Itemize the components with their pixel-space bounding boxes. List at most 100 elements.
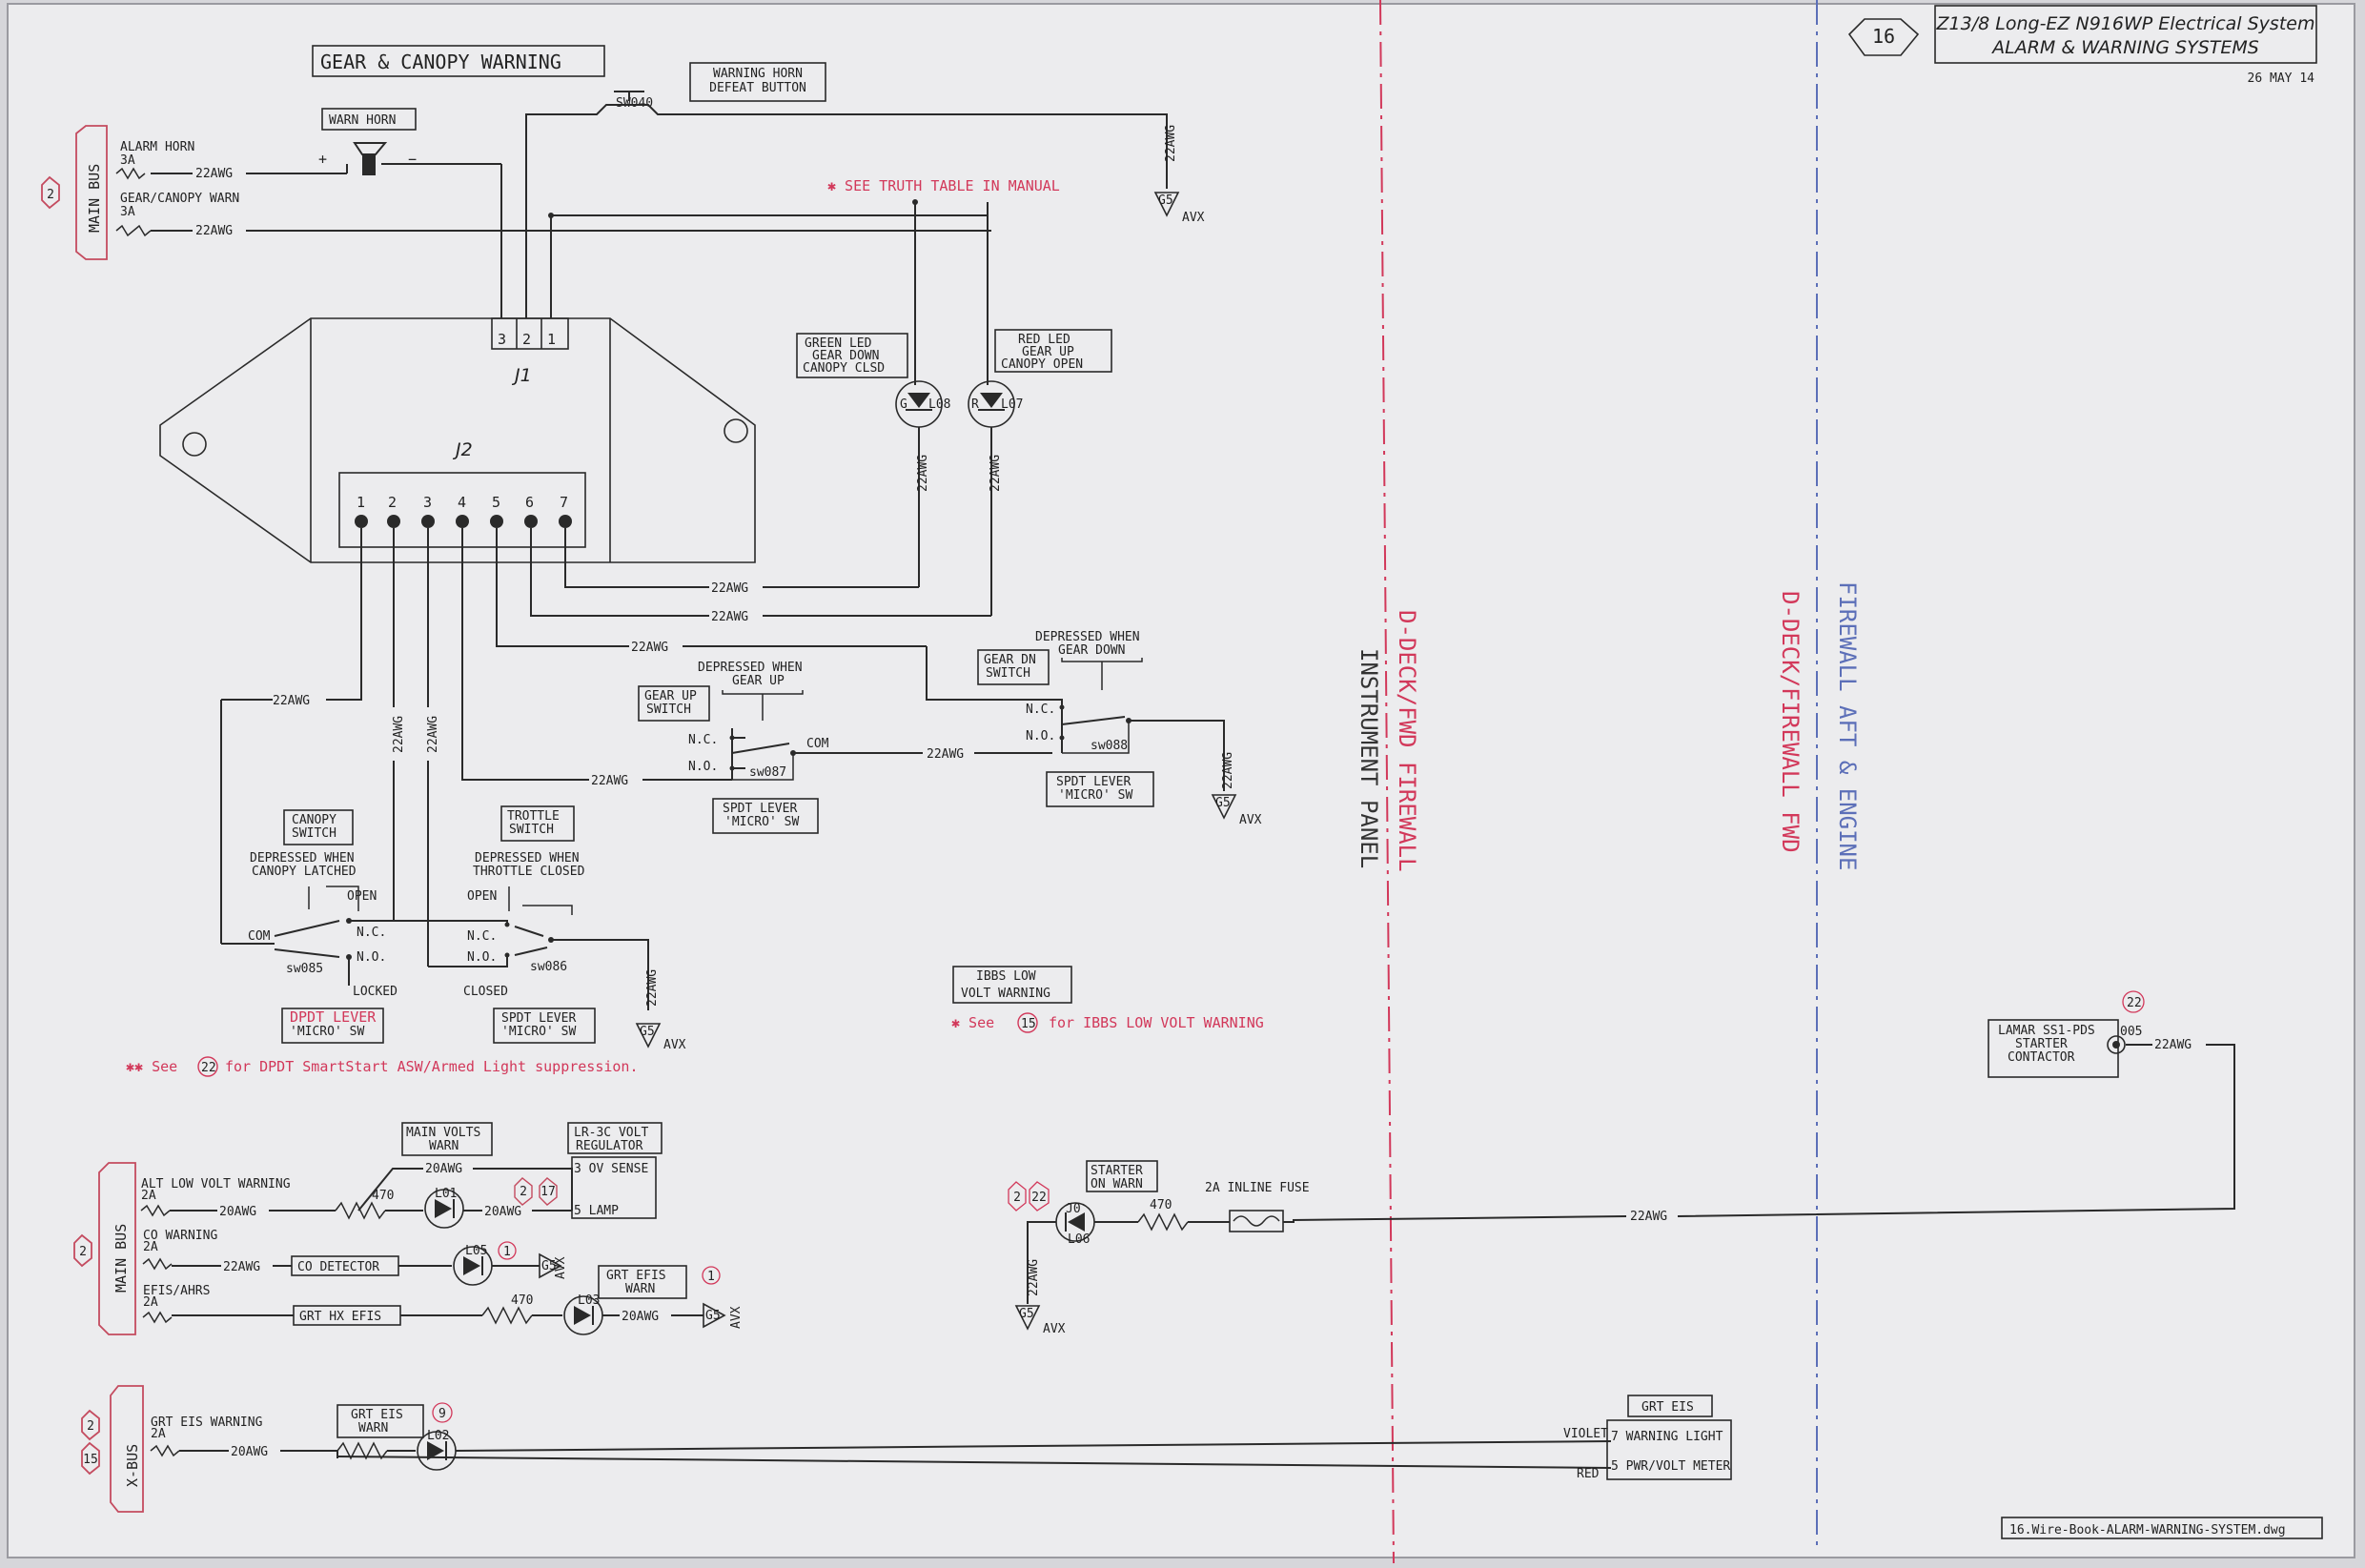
schematic-label: 22AWG <box>1027 1259 1041 1296</box>
schematic-label: LOCKED <box>353 985 398 999</box>
schematic-label: CANOPY OPEN <box>1001 357 1083 372</box>
schematic-label: SWITCH <box>292 826 336 841</box>
schematic-label: REGULATOR <box>576 1139 643 1153</box>
schematic-label: 22 <box>1031 1191 1047 1205</box>
title-line-2: ALARM & WARNING SYSTEMS <box>1990 37 2259 58</box>
schematic-label: 1 <box>503 1245 511 1259</box>
throttle-switch-label: TROTTLE <box>507 809 560 824</box>
gear-canopy-warn-cb: GEAR/CANOPY WARN <box>120 192 239 206</box>
red-led-label: RED LED <box>1018 333 1070 347</box>
schematic-label: 22AWG <box>195 224 233 238</box>
schematic-label: GEAR DOWN <box>812 349 879 363</box>
paper-border <box>7 3 2355 1558</box>
schematic-label: 2 <box>388 494 397 511</box>
schematic-label: GEAR DOWN <box>1058 643 1125 658</box>
schematic-label: L01 <box>435 1187 457 1201</box>
schematic-label: 20AWG <box>622 1310 659 1324</box>
grt-eis-connector <box>1606 1419 1732 1480</box>
schematic-label: 3 OV SENSE <box>574 1162 648 1176</box>
schematic-label: + <box>318 151 327 168</box>
schematic-label: 7 WARNING LIGHT <box>1611 1430 1723 1444</box>
gear-dn-switch-label: GEAR DN <box>984 653 1036 667</box>
schematic-label: SWITCH <box>986 666 1030 681</box>
schematic-label: G <box>900 397 907 412</box>
schematic-label: N.C. <box>688 733 718 747</box>
xbus-section: X-BUS 2 15 GRT EIS WARNING 2A 20AWG L02 … <box>81 1385 1732 1513</box>
schematic-label: AVX <box>554 1256 568 1279</box>
starter-on-warn-label: STARTER <box>1091 1164 1143 1178</box>
schematic-label: R <box>971 397 979 412</box>
schematic-label: 470 <box>511 1293 533 1308</box>
schematic-label: 6 <box>525 494 534 511</box>
schematic-label: G5 <box>640 1025 655 1039</box>
schematic-label: DEFEAT BUTTON <box>709 81 806 95</box>
warn-horn-label: WARN HORN <box>329 113 396 128</box>
schematic-label: STARTER <box>2015 1037 2068 1051</box>
zone-label-ddeck-fwd-firewall: D-DECK/FWD FIREWALL <box>1394 610 1420 872</box>
x-bus-label: X-BUS <box>124 1444 141 1487</box>
schematic-label: 2 <box>520 1185 527 1199</box>
schematic-label: 15 <box>83 1453 98 1467</box>
schematic-label: 470 <box>372 1189 394 1203</box>
schematic-label: SWITCH <box>509 823 554 837</box>
schematic-label: 9 <box>438 1407 446 1421</box>
schematic-label: for DPDT SmartStart ASW/Armed Light supp… <box>225 1058 638 1075</box>
schematic-label: 'MICRO' SW <box>501 1025 576 1039</box>
schematic-label: 2 <box>1013 1191 1021 1205</box>
schematic-label: 005 <box>2120 1025 2142 1039</box>
schematic-label: 1 <box>707 1270 715 1284</box>
grt-efis-warn-label: GRT EFIS <box>606 1269 666 1283</box>
schematic-label: 'MICRO' SW <box>1058 788 1132 803</box>
alarm-controller-module <box>159 317 756 563</box>
zone-label-ddeck-firewall-fwd: D-DECK/FIREWALL FWD <box>1777 591 1804 853</box>
schematic-label: 22AWG <box>711 610 748 624</box>
schematic-label: 22AWG <box>645 969 660 1007</box>
main-bus-label: MAIN BUS <box>86 164 103 233</box>
drawing-filename: 16.Wire-Book-ALARM-WARNING-SYSTEM.dwg <box>2009 1523 2286 1537</box>
schematic-label: 22 <box>2127 996 2142 1010</box>
schematic-label: 3 <box>498 331 506 348</box>
green-led-label: GREEN LED <box>805 336 872 351</box>
schematic-label: OPEN <box>467 889 497 904</box>
schematic-label: CANOPY LATCHED <box>252 865 357 879</box>
schematic-label: 20AWG <box>219 1205 256 1219</box>
efis-ahrs-cb: EFIS/AHRS <box>143 1284 210 1298</box>
title-block: 16 Z13/8 Long-EZ N916WP Electrical Syste… <box>1847 5 2323 1539</box>
schematic-label: 20AWG <box>231 1445 268 1459</box>
schematic-label: L03 <box>578 1293 600 1308</box>
schematic-label: GEAR UP <box>732 674 785 688</box>
schematic-label: 22AWG <box>989 455 1003 492</box>
schematic-label: 2A <box>141 1189 156 1203</box>
schematic-label: AVX <box>1239 813 1262 827</box>
low-volt-section: MAIN BUS 2 ALT LOW VOLT WARNING 2A 20AWG… <box>73 1122 744 1335</box>
schematic-label: 'MICRO' SW <box>290 1025 364 1039</box>
schematic-label: DEPRESSED WHEN <box>1035 630 1140 644</box>
switch-id-sw086: sw086 <box>530 960 567 974</box>
schematic-label: 22AWG <box>223 1260 260 1274</box>
schematic-label: N.O. <box>357 950 386 965</box>
schematic-label: 3A <box>120 153 135 168</box>
schematic-label: 2 <box>47 188 54 202</box>
schematic-label: 22AWG <box>1221 752 1235 789</box>
schematic-label: DEPRESSED WHEN <box>250 851 355 865</box>
schematic-label: 7 <box>560 494 568 511</box>
schematic-label: SPDT LEVER <box>1056 775 1131 789</box>
schematic-label: 470 <box>1150 1198 1172 1212</box>
gear-up-switch-label: GEAR UP <box>644 689 697 703</box>
schematic-label: 22AWG <box>1630 1210 1667 1224</box>
schematic-label: 2A <box>151 1427 166 1441</box>
schematic-label: 2A <box>143 1240 158 1254</box>
schematic-label: 2 <box>522 331 531 348</box>
schematic-label: 2A <box>143 1295 158 1310</box>
connector-j2: J2 <box>452 439 473 460</box>
schematic-label: GEAR UP <box>1022 345 1074 359</box>
alarm-horn-cb: ALARM HORN <box>120 140 194 154</box>
zone-label-instrument-panel: INSTRUMENT PANEL <box>1356 648 1382 868</box>
starter-section: LAMAR SS1-PDS STARTER CONTACTOR 22 005 2… <box>1008 990 2235 1336</box>
schematic-label: 5 LAMP <box>574 1204 619 1218</box>
schematic-label: WARN <box>429 1139 459 1153</box>
schematic-label: G5 <box>705 1309 721 1323</box>
schematic-label: L07 <box>1001 397 1023 412</box>
schematic-label: VOLT WARNING <box>961 987 1050 1001</box>
main-volts-warn-label: MAIN VOLTS <box>406 1126 480 1140</box>
